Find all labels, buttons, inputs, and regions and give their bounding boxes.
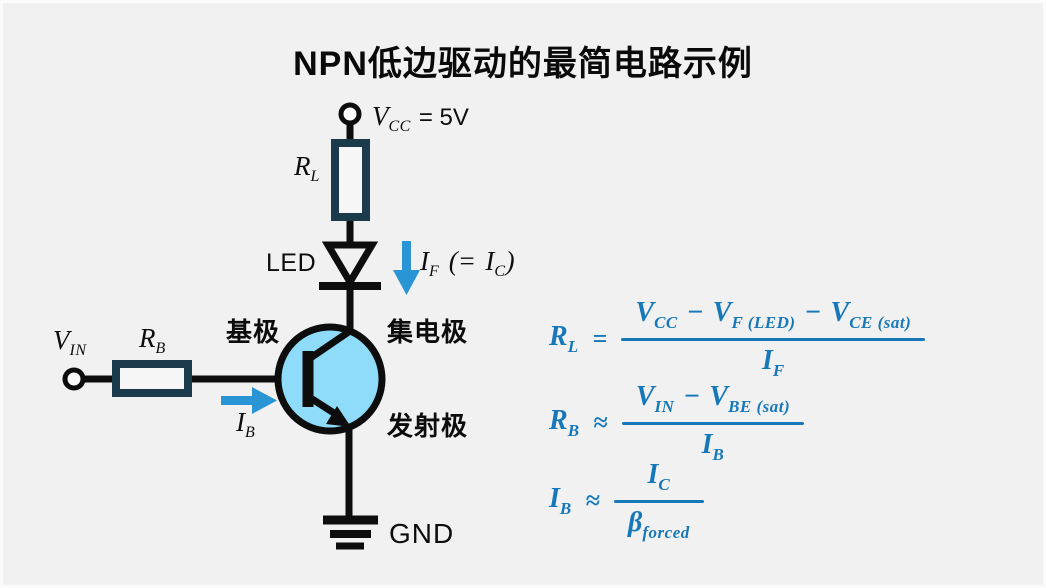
formula-rl: RL = VCC − VF (LED) − VCE (sat) IF [549, 297, 926, 381]
gnd-label: GND [389, 518, 455, 549]
vcc-label: VCC= 5V [372, 101, 469, 135]
collector-terminal-label: 集电极 [387, 317, 469, 347]
if-current-arrow-icon [402, 241, 411, 273]
ib-current-arrow-icon [221, 396, 255, 405]
vin-terminal-icon [62, 367, 86, 391]
ib-current-arrowhead [252, 387, 277, 414]
approx-sign: ≈ [593, 408, 608, 437]
approx-sign: ≈ [585, 486, 601, 515]
formula-rl-fraction: VCC − VF (LED) − VCE (sat) IF [621, 297, 926, 381]
formula-rb-lhs: RB [549, 405, 580, 440]
if-label: IF (= IC) [420, 246, 515, 280]
formula-rb-fraction: VIN − VBE (sat) IB [621, 381, 805, 465]
equals-sign: = [592, 324, 608, 353]
led-label: LED [266, 249, 317, 277]
rl-label: RL [294, 151, 320, 185]
vcc-terminal-icon [338, 102, 362, 126]
formula-ib-lhs: IB [549, 483, 572, 518]
npn-collector-lead [307, 328, 352, 362]
led-symbol-icon [321, 241, 379, 289]
page-title: NPN低边驱动的最简电路示例 [293, 45, 753, 83]
rl-resistor-icon [331, 139, 370, 221]
npn-emitter-lead [307, 394, 339, 418]
base-terminal-label: 基极 [226, 317, 281, 347]
formula-ib-fraction: IC βforced [614, 459, 704, 543]
emitter-terminal-label: 发射极 [387, 411, 469, 441]
rb-resistor-icon [112, 360, 192, 397]
formula-ib: IB ≈ IC βforced [549, 459, 704, 543]
formula-rl-lhs: RL [549, 321, 579, 356]
if-current-arrowhead [393, 270, 420, 295]
npn-emitter-arrow [326, 406, 351, 427]
formula-rb: RB ≈ VIN − VBE (sat) IB [549, 381, 805, 465]
circuit-schematic [62, 102, 420, 550]
vin-label: VIN [53, 325, 87, 359]
ib-label: IB [236, 407, 256, 441]
rb-label: RB [139, 323, 166, 357]
